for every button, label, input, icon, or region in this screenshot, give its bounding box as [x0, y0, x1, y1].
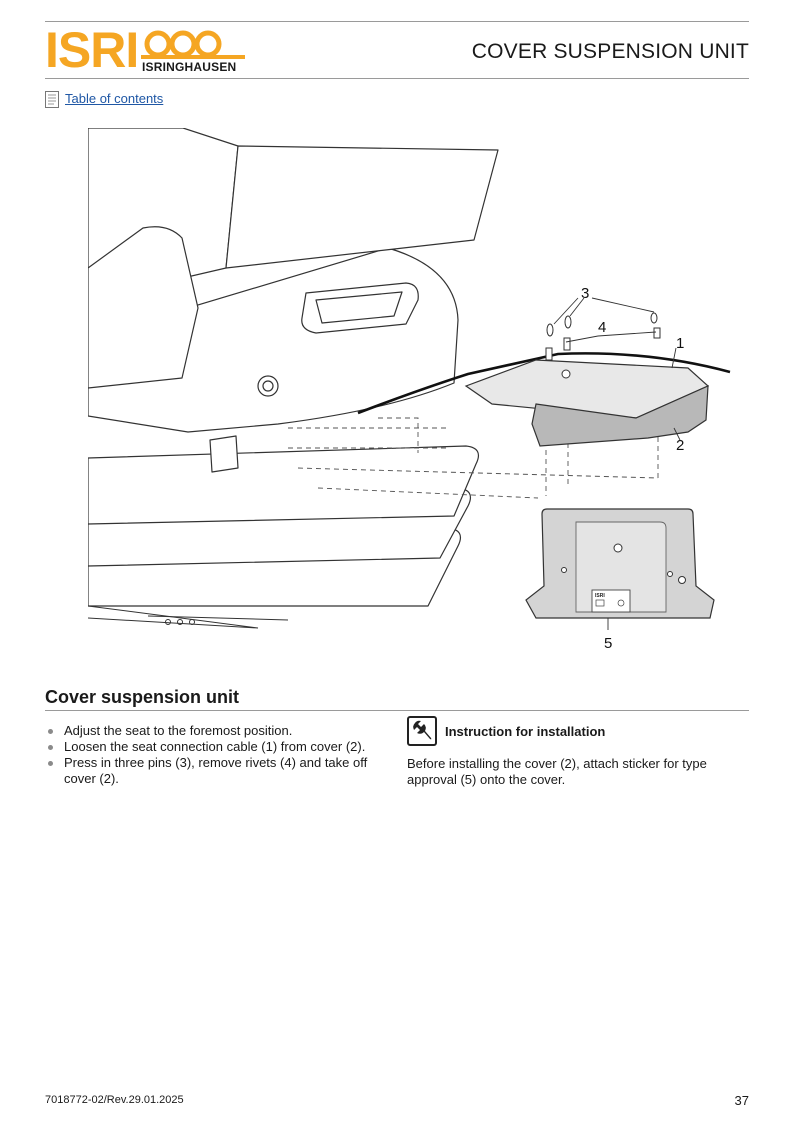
armrest [88, 226, 199, 389]
wrench-icon [407, 716, 437, 746]
section-title: Cover suspension unit [45, 687, 240, 707]
document-icon [45, 91, 59, 108]
list-item: Press in three pins (3), remove rivets (… [45, 755, 390, 787]
logo-subtext: ISRINGHAUSEN [142, 60, 237, 74]
logo-rings-icon [141, 30, 245, 59]
callout-1: 1 [676, 335, 684, 352]
instruction-steps-list: Adjust the seat to the foremost position… [45, 723, 390, 787]
page-heading: COVER SUSPENSION UNIT [471, 40, 749, 63]
pins-and-rivets [545, 312, 661, 361]
table-of-contents-link[interactable]: Table of contents [65, 91, 164, 106]
installation-instruction-text: Before installing the cover (2), attach … [407, 756, 707, 787]
callout-4: 4 [598, 319, 606, 336]
seat-connection-cable [357, 352, 731, 415]
suspension-cover [464, 359, 710, 447]
header-rule [45, 78, 749, 79]
callout-5: 5 [604, 635, 612, 652]
backrest-panel [225, 145, 499, 269]
document-number: 7018772-02/Rev.29.01.2025 [45, 1094, 184, 1106]
isri-logo: ISRI ISRINGHAUSEN [45, 22, 245, 78]
page-number: 37 [734, 1093, 749, 1108]
list-item: Adjust the seat to the foremost position… [45, 723, 390, 739]
section-rule [45, 710, 749, 711]
logo-wordmark: ISRI [45, 22, 139, 78]
seat-base-layer-top [88, 445, 479, 525]
callout-3: 3 [581, 285, 589, 302]
sticker-label: ISRI [595, 593, 605, 599]
cover-top-view: ISRI [525, 508, 715, 619]
callout-2: 2 [676, 437, 684, 454]
list-item: Loosen the seat connection cable (1) fro… [45, 739, 390, 755]
installation-instruction-heading: Instruction for installation [445, 724, 606, 739]
exploded-view-illustration: 3 4 1 2 5 ISRI [88, 128, 731, 652]
type-approval-sticker: ISRI [591, 589, 631, 613]
top-rule [45, 21, 749, 22]
